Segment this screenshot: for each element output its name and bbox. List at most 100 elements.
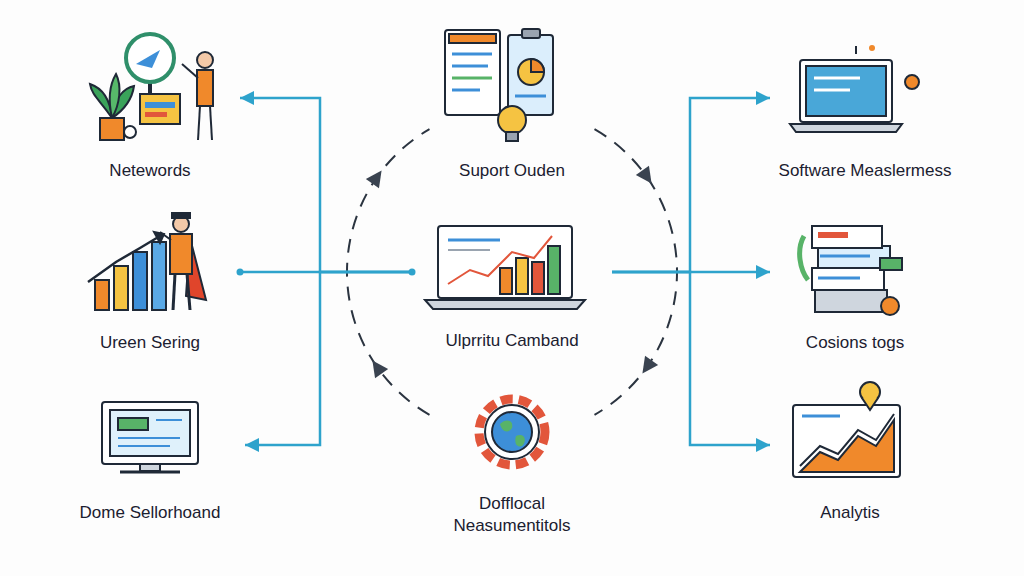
globe-gear-icon bbox=[479, 399, 545, 465]
clipboard-icon-part bbox=[452, 65, 488, 68]
node-caption: Software Measlermess bbox=[770, 160, 960, 182]
clipboard-icon-part bbox=[518, 59, 544, 85]
clipboard-icon-part bbox=[506, 132, 518, 141]
monitor-icon-part bbox=[140, 464, 160, 471]
cycle-arrowhead-part bbox=[366, 166, 388, 188]
laptop-chart-icon-part bbox=[532, 262, 544, 294]
document-stack-icon-part bbox=[815, 290, 887, 312]
document-stack-icon-part bbox=[800, 236, 808, 280]
node-caption: Dofflocal Neasumentitols bbox=[437, 493, 587, 537]
network-icon-part bbox=[124, 126, 136, 138]
laptop-icon-part bbox=[855, 46, 857, 54]
cycle-arrowhead-part bbox=[636, 356, 658, 378]
flow-connector bbox=[612, 272, 770, 445]
clipboard-icon-part bbox=[452, 89, 480, 92]
growth-icon bbox=[88, 213, 206, 310]
network-icon-part bbox=[197, 52, 213, 68]
monitor-icon bbox=[102, 402, 198, 472]
analytics-icon-part bbox=[793, 405, 900, 477]
globe-gear-icon-part bbox=[492, 412, 532, 452]
icon-card: Suport Ouden bbox=[422, 15, 602, 186]
growth-icon-part bbox=[170, 234, 192, 274]
monitor-icon-part bbox=[102, 402, 198, 464]
analytics-icon-part bbox=[800, 414, 894, 466]
laptop-icon-part bbox=[800, 60, 892, 122]
document-stack-icon-part bbox=[820, 255, 870, 258]
document-stack-icon bbox=[800, 226, 902, 315]
laptop-icon-part bbox=[869, 45, 875, 51]
clipboard-icon-part bbox=[531, 59, 544, 72]
laptop-chart-icon-part bbox=[438, 226, 572, 298]
globe-gear-icon-part bbox=[485, 405, 539, 459]
network-icon-part bbox=[110, 74, 120, 118]
icon-card: Netewords bbox=[60, 35, 240, 186]
network-icon-part bbox=[182, 64, 198, 78]
monitor-icon-part bbox=[118, 418, 148, 430]
flow-connector bbox=[240, 98, 412, 272]
growth-icon-part bbox=[172, 213, 190, 218]
clipboard-icon-part bbox=[452, 53, 492, 56]
cycle-arrowhead-part bbox=[366, 356, 388, 378]
monitor-icon-part bbox=[118, 437, 180, 439]
laptop-chart-icon-part bbox=[448, 249, 490, 251]
flow-connector bbox=[245, 272, 412, 445]
node-caption: Analytis bbox=[770, 502, 930, 524]
icon-card: Cosions togs bbox=[770, 210, 940, 358]
clipboard-icon bbox=[445, 29, 553, 141]
laptop-icon-part bbox=[806, 66, 886, 116]
icon-card: Ulprritu Camband bbox=[412, 215, 612, 356]
network-icon bbox=[90, 34, 213, 140]
growth-icon-part bbox=[152, 242, 166, 310]
laptop-chart-icon-part bbox=[548, 246, 560, 294]
laptop-icon-part bbox=[814, 89, 850, 92]
document-stack-icon-part bbox=[818, 277, 860, 280]
laptop-chart-icon-part bbox=[425, 300, 585, 309]
monitor-icon-part bbox=[118, 445, 170, 447]
node-caption: Cosions togs bbox=[770, 332, 940, 354]
analytics-icon-part bbox=[800, 420, 894, 472]
network-icon-part bbox=[90, 84, 112, 118]
icon-card: Dofflocal Neasumentitols bbox=[437, 385, 587, 541]
globe-gear-icon-part bbox=[500, 421, 512, 432]
clipboard-icon-part bbox=[515, 95, 546, 98]
network-icon-part bbox=[100, 118, 124, 140]
icon-card: Dome Sellorhoand bbox=[55, 385, 245, 528]
analytics-icon bbox=[793, 382, 900, 477]
clipboard-icon-part bbox=[522, 29, 540, 38]
laptop-chart-icon-part bbox=[448, 236, 552, 284]
globe-gear-icon-part bbox=[479, 399, 545, 465]
cycle-arrowhead-part bbox=[636, 166, 658, 188]
network-icon-part bbox=[198, 106, 200, 140]
laptop-chart-icon-part bbox=[516, 258, 528, 294]
growth-icon-part bbox=[95, 280, 109, 310]
network-icon-part bbox=[197, 70, 213, 106]
network-icon-part bbox=[210, 106, 212, 140]
node-caption: Suport Ouden bbox=[422, 160, 602, 182]
growth-icon-part bbox=[114, 266, 128, 310]
growth-icon-part bbox=[133, 252, 147, 310]
monitor-icon-part bbox=[110, 410, 190, 456]
laptop-icon bbox=[790, 45, 919, 132]
clipboard-icon-part bbox=[445, 30, 500, 115]
analytics-icon-part bbox=[862, 398, 878, 410]
growth-icon-part bbox=[173, 274, 175, 310]
network-icon-part bbox=[140, 94, 180, 124]
document-stack-icon-part bbox=[881, 297, 899, 315]
clipboard-icon-part bbox=[449, 34, 496, 43]
flow-connector bbox=[612, 98, 770, 272]
analytics-icon-part bbox=[802, 415, 840, 418]
connector-dot bbox=[237, 269, 244, 276]
laptop-chart-icon-part bbox=[500, 268, 512, 294]
document-stack-icon-part bbox=[812, 268, 884, 290]
network-icon-part bbox=[126, 34, 174, 82]
laptop-icon-part bbox=[814, 77, 860, 80]
network-icon-part bbox=[145, 102, 175, 108]
laptop-chart-icon-part bbox=[448, 239, 500, 242]
node-caption: Ulprritu Camband bbox=[412, 330, 612, 352]
laptop-icon-part bbox=[905, 75, 919, 89]
document-stack-icon-part bbox=[880, 258, 902, 270]
laptop-icon-part bbox=[790, 124, 902, 132]
